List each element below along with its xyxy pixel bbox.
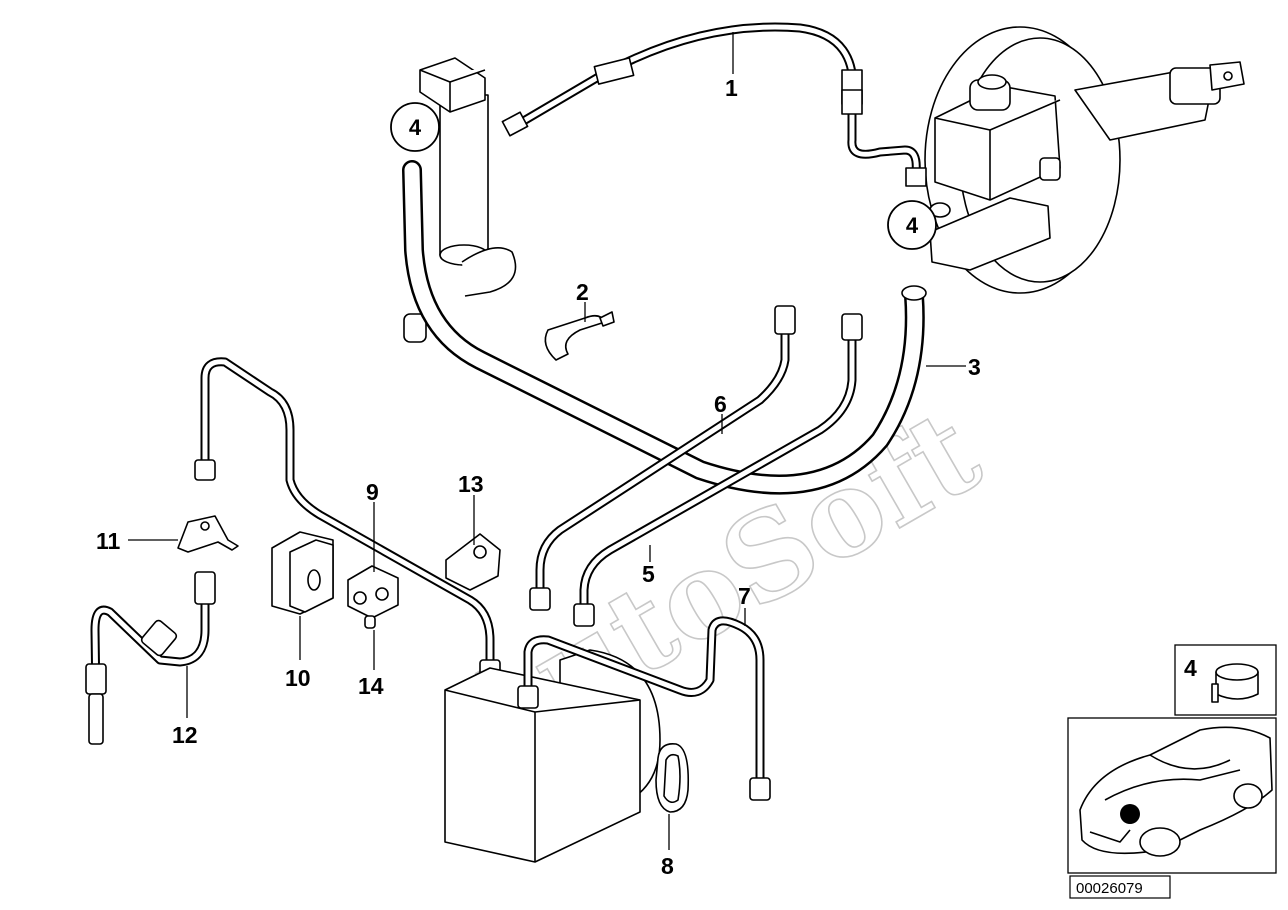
pressure-accumulator	[403, 57, 517, 343]
callout-3: 3	[968, 354, 981, 380]
callout-1: 1	[725, 75, 738, 101]
master-cylinder	[929, 74, 1061, 271]
brake-line-5	[573, 313, 863, 627]
callout-7: 7	[738, 583, 751, 609]
brake-line-long	[194, 357, 501, 683]
callout-14: 14	[358, 673, 384, 699]
brake-hose-12	[85, 571, 216, 745]
bracket-13	[445, 533, 501, 591]
callout-9: 9	[366, 479, 379, 505]
callout-11: 11	[96, 528, 121, 554]
inset-part-4: 4	[1174, 644, 1277, 716]
svg-text:4: 4	[906, 213, 919, 238]
callout-4-booster: 4	[887, 200, 937, 250]
callout-4-accumulator: 4	[390, 102, 440, 152]
callout-8: 8	[661, 853, 674, 879]
svg-text:4: 4	[409, 115, 422, 140]
vehicle-locator-inset	[1067, 717, 1277, 874]
hydraulic-unit	[444, 649, 661, 863]
callout-2: 2	[576, 279, 589, 305]
callout-5: 5	[642, 561, 655, 587]
callout-10: 10	[285, 665, 311, 691]
holder-9	[347, 565, 399, 629]
callout-6: 6	[714, 391, 727, 417]
callout-13: 13	[458, 471, 484, 497]
grommet-8	[655, 742, 690, 813]
brake-line-7	[517, 616, 771, 801]
brake-line-1	[501, 22, 927, 187]
bracket-11	[177, 515, 239, 553]
clip-2	[544, 311, 615, 361]
grommet-10	[271, 531, 334, 615]
brake-hose-3	[402, 160, 927, 495]
inset-part-4-label: 4	[1184, 655, 1197, 681]
location-marker	[1120, 804, 1140, 824]
diagram-number-box: 00026079	[1069, 875, 1171, 899]
diagram-number: 00026079	[1076, 880, 1143, 897]
brake-line-6	[529, 305, 796, 611]
callout-12: 12	[172, 722, 198, 748]
